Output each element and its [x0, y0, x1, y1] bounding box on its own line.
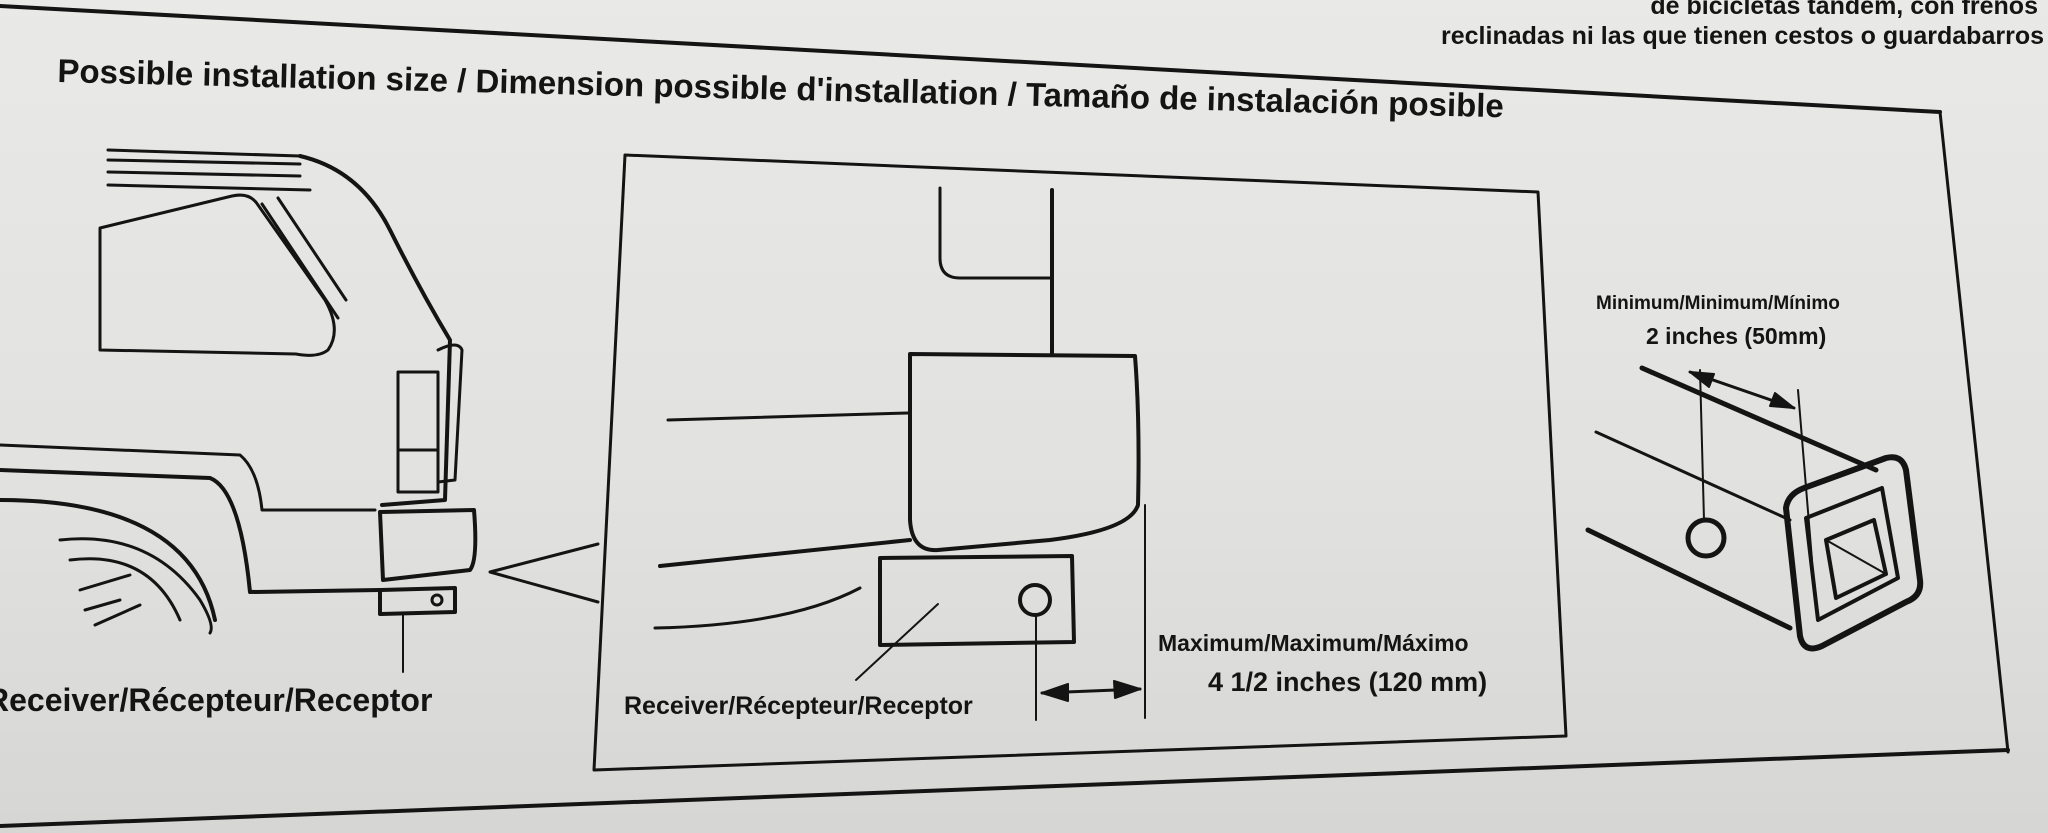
top-text-line-2: reclinadas ni las que tienen cestos o gu…	[1441, 22, 2044, 50]
car-receiver-label: Receiver/Récepteur/Receptor	[0, 682, 433, 718]
detail-receiver-box	[878, 554, 1076, 647]
detail-frame	[488, 153, 1568, 772]
car-receiver-box	[378, 586, 457, 616]
max-dim-arrowhead-right	[1113, 680, 1141, 699]
detail-leader-line	[855, 603, 939, 681]
min-dimension-label: Minimum/Minimum/Mínimo	[1596, 293, 1840, 314]
hitch-pin-hole	[1685, 517, 1727, 559]
hitch-side-edge	[1594, 430, 1792, 522]
max-dimension-value: 4 1/2 inches (120 mm)	[1208, 667, 1488, 697]
max-dim-arrowhead-left	[1041, 683, 1069, 702]
hitch-square-opening	[1824, 518, 1888, 600]
detail-floor-line	[653, 586, 862, 630]
car-rear-window	[98, 193, 336, 357]
hitch-illustration	[1585, 365, 1924, 652]
detail-receiver-hole	[1018, 583, 1052, 617]
hitch-top-edge	[1639, 365, 1879, 473]
car-illustration	[0, 148, 478, 673]
top-text-line-1: de bicicletas tándem, con frenos	[1650, 0, 2038, 20]
car-spoiler	[436, 343, 464, 484]
car-body-side	[0, 443, 377, 512]
min-dim-arrowhead-right	[1769, 392, 1795, 409]
hitch-bottom-edge	[1585, 527, 1793, 631]
hitch-opening-diagonal	[1825, 539, 1887, 575]
detail-upper-body-line	[666, 411, 910, 422]
car-tail-light	[396, 370, 440, 494]
header-rule	[0, 4, 1942, 114]
car-wheel-arch	[0, 498, 217, 622]
bottom-rule	[0, 748, 2010, 828]
detail-bumper	[908, 352, 1141, 553]
min-dimension-value: 2 inches (50mm)	[1646, 323, 1827, 349]
detail-border	[592, 153, 1568, 772]
hitch-collar-outer	[1783, 454, 1924, 652]
car-roof-lines	[106, 148, 312, 192]
callout-pointer	[488, 542, 600, 604]
car-lower-sill	[0, 468, 382, 594]
hitch-collar-inner	[1804, 486, 1900, 622]
car-wheel	[58, 537, 213, 635]
car-wheel-spokes	[78, 573, 142, 627]
right-panel-border	[1938, 110, 2010, 754]
min-dim-ext-left	[1699, 369, 1705, 521]
car-bumper	[378, 508, 478, 582]
min-dim-ext-right	[1797, 389, 1813, 561]
detail-illustration	[653, 186, 1146, 721]
car-rear-silhouette	[298, 154, 452, 507]
detail-vertical-bracket	[938, 186, 1054, 280]
min-dim-arrowhead-left	[1689, 371, 1715, 388]
detail-lower-body-line	[658, 538, 912, 568]
detail-receiver-label: Receiver/Récepteur/Receptor	[624, 692, 973, 720]
car-receiver-hole	[430, 593, 444, 607]
car-window-trim	[260, 196, 348, 320]
max-dimension-label: Maximum/Maximum/Máximo	[1158, 630, 1469, 656]
